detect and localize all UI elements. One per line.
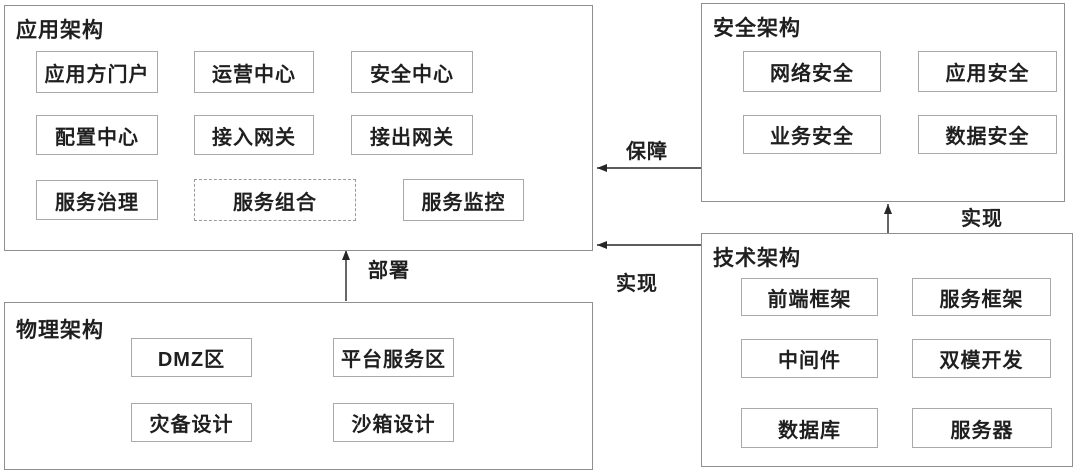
node-config-center: 配置中心 [36, 115, 158, 155]
node-business-security: 业务安全 [743, 115, 881, 154]
group-physical-architecture: 物理架构 DMZ区 平台服务区 灾备设计 沙箱设计 [4, 302, 593, 470]
node-service-monitoring: 服务监控 [403, 179, 524, 221]
node-middleware: 中间件 [741, 339, 878, 378]
group-application-architecture: 应用架构 应用方门户 运营中心 安全中心 配置中心 接入网关 接出网关 服务治理… [4, 5, 593, 251]
node-server: 服务器 [912, 408, 1052, 448]
group-title-security: 安全架构 [713, 17, 801, 40]
node-service-governance: 服务治理 [36, 180, 158, 220]
node-sandbox-design: 沙箱设计 [333, 403, 454, 442]
node-service-composition: 服务组合 [194, 179, 356, 221]
group-title-technology: 技术架构 [713, 247, 801, 270]
node-service-framework: 服务框架 [912, 278, 1051, 316]
node-data-security: 数据安全 [918, 115, 1057, 154]
arrow-label-guarantee: 保障 [626, 141, 668, 163]
group-title-physical: 物理架构 [16, 319, 104, 342]
arrow-label-realize-security: 实现 [961, 208, 1003, 230]
node-app-portal: 应用方门户 [36, 51, 158, 93]
node-dmz-zone: DMZ区 [131, 338, 252, 377]
arrow-label-deploy: 部署 [368, 260, 410, 282]
node-database: 数据库 [741, 408, 878, 448]
node-inbound-gateway: 接入网关 [194, 115, 314, 155]
node-network-security: 网络安全 [743, 51, 881, 92]
group-security-architecture: 安全架构 网络安全 应用安全 业务安全 数据安全 [701, 3, 1065, 202]
group-title-application: 应用架构 [16, 19, 104, 42]
node-security-center: 安全中心 [351, 51, 473, 93]
node-application-security: 应用安全 [918, 51, 1057, 92]
node-disaster-recovery-design: 灾备设计 [131, 403, 252, 442]
group-technology-architecture: 技术架构 前端框架 服务框架 中间件 双模开发 数据库 服务器 [701, 233, 1073, 467]
node-frontend-framework: 前端框架 [741, 278, 878, 316]
arrow-label-realize-application: 实现 [616, 273, 658, 295]
node-operation-center: 运营中心 [194, 51, 314, 93]
node-outbound-gateway: 接出网关 [351, 115, 473, 155]
node-platform-service-zone: 平台服务区 [333, 338, 454, 377]
node-dual-mode-development: 双模开发 [912, 339, 1051, 378]
